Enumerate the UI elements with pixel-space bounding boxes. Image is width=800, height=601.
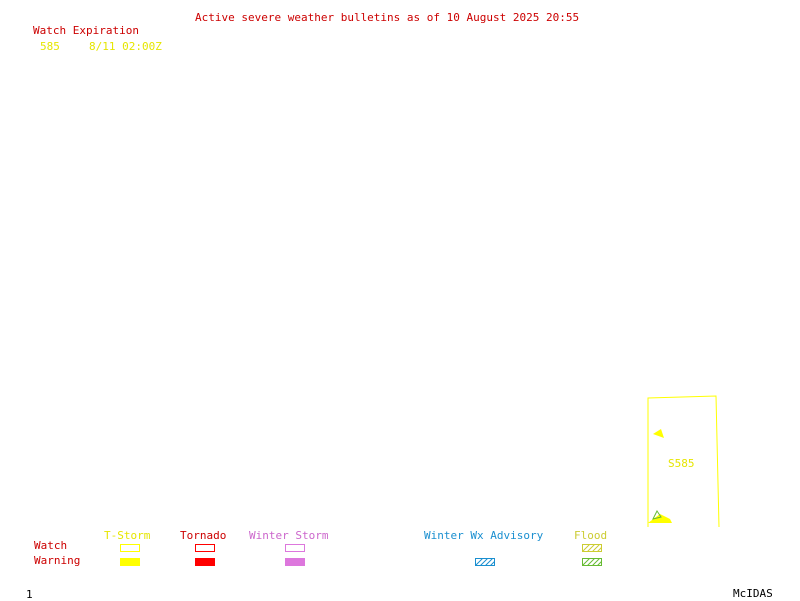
watch-box-label: S585 [668,457,695,470]
bulletin-title: Active severe weather bulletins as of 10… [195,11,580,24]
legend-winter-storm-label: Winter Storm [249,529,329,542]
legend-winter-storm-warning-swatch [285,558,305,566]
legend-flood-watch-swatch [582,544,602,552]
legend-tornado-warning-swatch [195,558,215,566]
watch-expiration-heading: Watch Expiration [33,24,139,37]
mcidas-brand: McIDAS [733,587,773,600]
legend-winter-advisory-warning-swatch [475,558,495,566]
storm-cell-marker [653,429,664,438]
legend-winter-storm-watch-swatch [285,544,305,552]
legend-tstorm-watch-swatch [120,544,140,552]
watch-box-585 [647,395,720,528]
legend-tornado-watch-swatch [195,544,215,552]
legend-watch-row-label: Watch [34,539,68,552]
flood-marker [652,510,662,520]
legend-tstorm-label: T-Storm [104,529,151,542]
legend-warning-row-label: Warning [34,554,81,567]
legend-winter-advisory-label: Winter Wx Advisory [424,529,544,542]
page-number: 1 [26,588,33,601]
legend-tornado-label: Tornado [180,529,227,542]
watch-expiration-time: 8/11 02:00Z [89,40,162,53]
legend-flood-label: Flood [574,529,608,542]
storm-cell-marker [648,514,672,523]
watch-id: 585 [40,40,60,53]
legend-flood-warning-swatch [582,558,602,566]
legend-tstorm-warning-swatch [120,558,140,566]
